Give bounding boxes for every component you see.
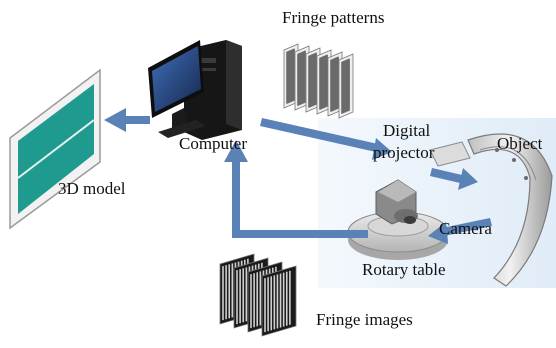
fringe-patterns-icon — [283, 43, 354, 119]
fringe-slide — [294, 45, 310, 111]
object-icon — [467, 133, 553, 287]
fringe-images-label: Fringe images — [316, 310, 413, 329]
fringe-slide — [316, 49, 332, 115]
computer-label: Computer — [179, 134, 247, 153]
digital-label: Digital — [383, 121, 431, 140]
fringe-slide — [327, 51, 343, 117]
camera-label: Camera — [439, 219, 492, 238]
rotary-table-icon — [347, 211, 449, 260]
object-label: Object — [497, 134, 543, 153]
3d-model-panel — [9, 68, 101, 230]
camera-icon — [375, 179, 418, 225]
fringe-slide — [338, 53, 354, 119]
arrow-to-camera — [428, 218, 492, 244]
projector-label: projector — [373, 143, 435, 162]
arrow-to-projector — [260, 118, 392, 160]
fringe-slide — [283, 43, 299, 109]
arrow-to-object — [430, 168, 478, 190]
fringe-slide — [261, 265, 297, 337]
arrows — [104, 108, 492, 244]
projector-icon — [429, 141, 471, 167]
arrow-to-computer — [224, 140, 368, 238]
arrow-to-3d-model — [104, 108, 150, 132]
3d-model-label: 3D model — [58, 179, 126, 198]
fringe-patterns-label: Fringe patterns — [282, 8, 385, 27]
fringe-images-icon — [219, 253, 297, 337]
computer-icon — [148, 40, 242, 140]
rotary-table-label: Rotary table — [362, 260, 446, 279]
fringe-slide — [305, 47, 321, 113]
